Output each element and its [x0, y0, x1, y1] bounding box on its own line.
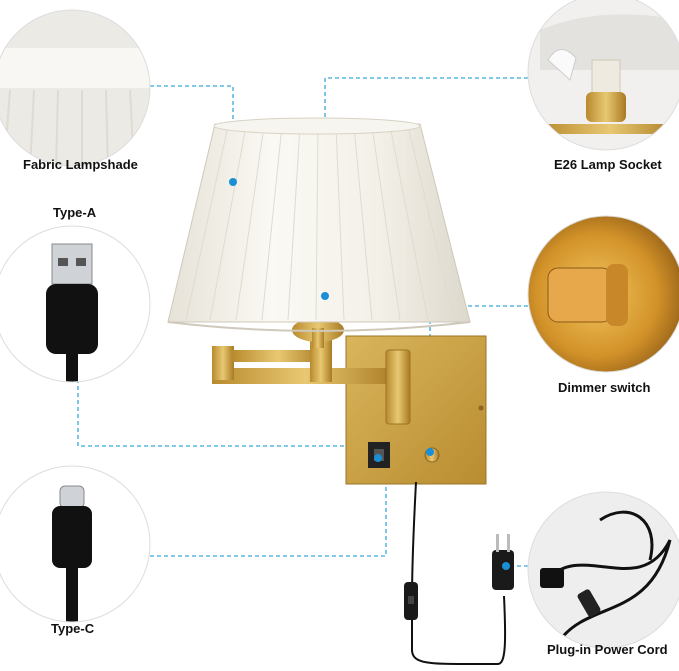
- power-cord-detail: [528, 492, 679, 648]
- dimmer-switch-detail: [528, 216, 679, 372]
- plug-in-power-cord-label: Plug-in Power Cord: [547, 642, 668, 657]
- type-c-detail: [0, 466, 150, 622]
- lamp-shade: [167, 123, 471, 323]
- fabric-lampshade-label: Fabric Lampshade: [23, 157, 138, 172]
- wall-plate: [345, 335, 487, 485]
- fabric-lampshade-detail: [0, 10, 150, 166]
- swing-arm: [212, 368, 398, 384]
- e26-socket-detail: [528, 0, 679, 150]
- plug: [492, 550, 514, 590]
- type-c-label: Type-C: [51, 621, 95, 636]
- type-a-label: Type-A: [53, 205, 97, 220]
- e26-lamp-socket-label: E26 Lamp Socket: [554, 157, 662, 172]
- dimmer-switch-label: Dimmer switch: [558, 380, 651, 395]
- type-a-detail: [0, 226, 150, 382]
